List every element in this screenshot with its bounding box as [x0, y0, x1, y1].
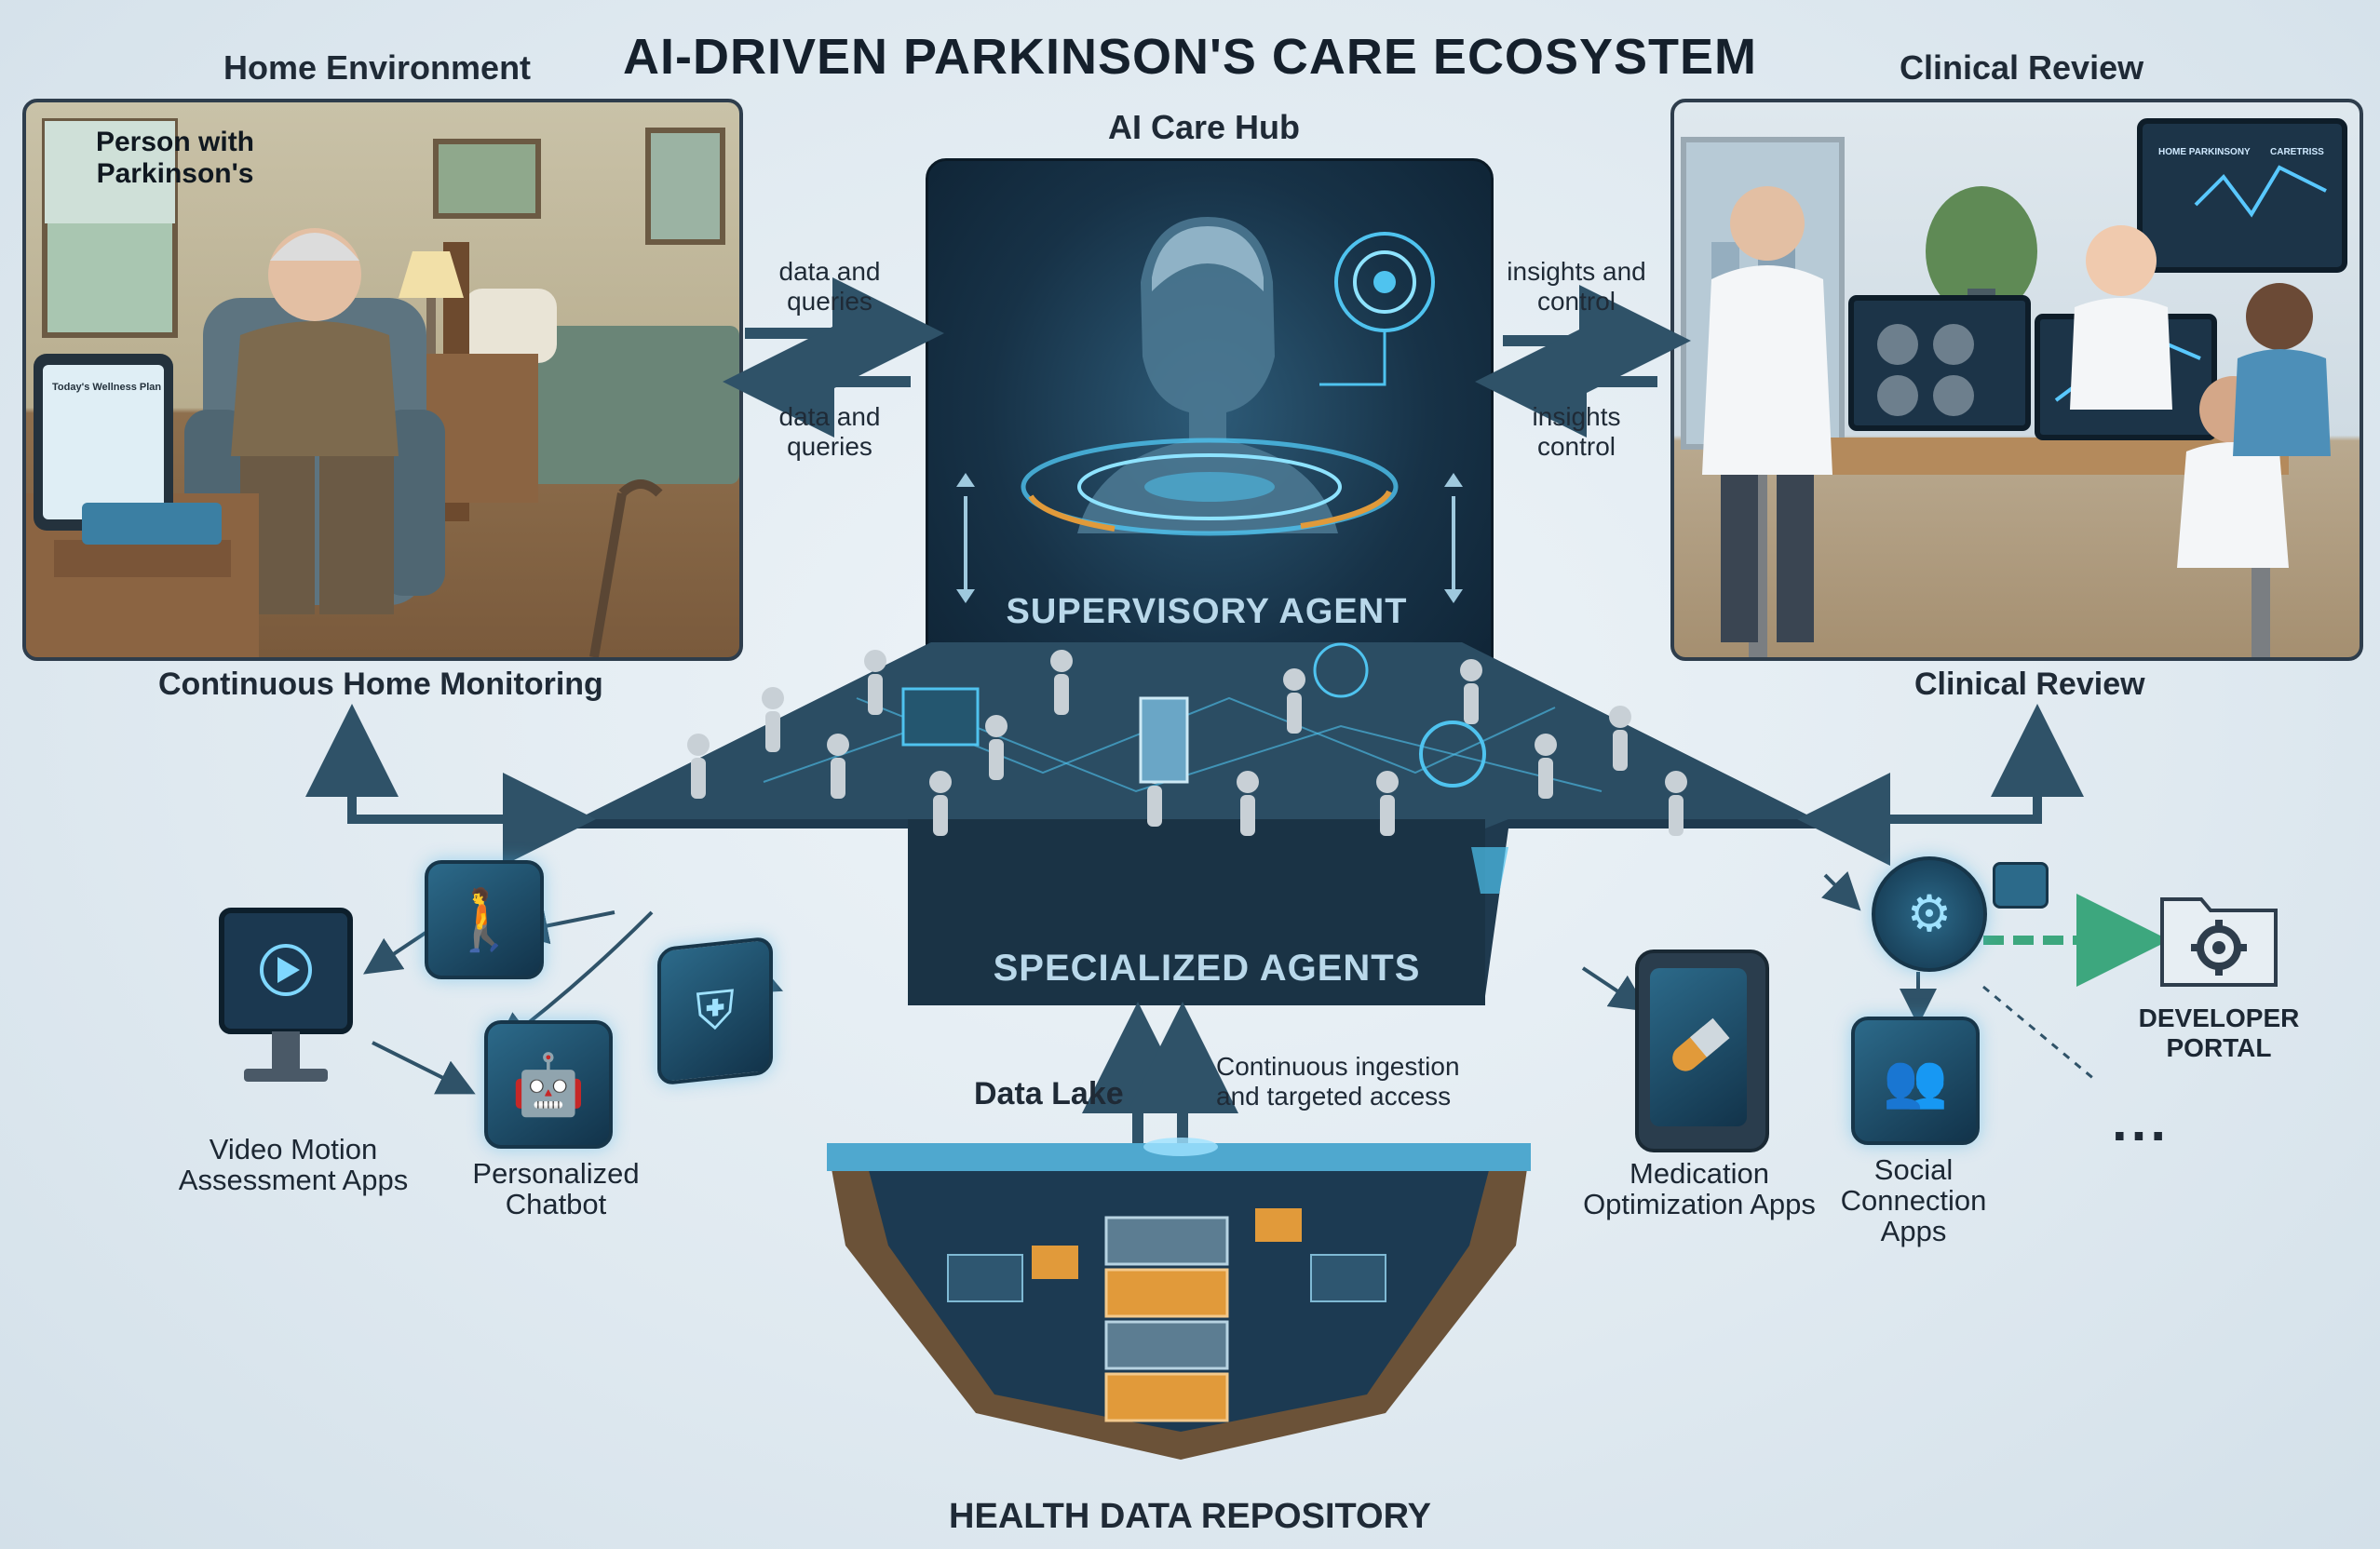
supervisory-agent-illustration	[956, 217, 1463, 603]
chatbot-app-tile: 🤖	[484, 1020, 613, 1149]
specialized-agents-label: SPECIALIZED AGENTS	[993, 948, 1421, 989]
play-icon	[277, 957, 300, 983]
home-environment-header: Home Environment	[223, 48, 532, 87]
specialized-agents-platform	[577, 642, 1816, 1005]
social-connection-label: Social Connection Apps	[1840, 1153, 1987, 1247]
walking-assessment-app-tile: 🚶	[425, 860, 544, 979]
social-connection-app-tile: 👥	[1851, 1017, 1980, 1145]
ai-care-hub-panel	[926, 158, 1494, 722]
chat-bubble-icon	[1993, 862, 2049, 909]
hub-to-clinical-label: insights and control	[1507, 257, 1646, 316]
hub-to-home-label: data and queries	[778, 402, 881, 461]
clinical-review-header: Clinical Review	[1900, 48, 2144, 87]
developer-portal-folder	[2158, 886, 2279, 989]
clinical-scene-illustration	[1681, 118, 2347, 657]
more-apps-ellipsis: ...	[2112, 1090, 2170, 1152]
home-scene-illustration	[26, 118, 739, 657]
shield-icon: ⛨	[696, 978, 735, 1043]
data-lake-illustration	[827, 1138, 1531, 1460]
pill-icon	[1672, 1017, 1730, 1071]
home-to-hub-label: data and queries	[778, 257, 881, 316]
security-app-tile: ⛨	[657, 936, 773, 1086]
people-network-icon: 👥	[1883, 1051, 1948, 1110]
page-title: AI-DRIVEN PARKINSON'S CARE ECOSYSTEM	[623, 29, 1757, 85]
ai-app-hub-node: ⚙	[1872, 856, 1987, 972]
person-with-parkinsons-label: Person with Parkinson's	[95, 127, 255, 189]
medication-tablet-tile	[1635, 950, 1769, 1152]
developer-portal-label: DEVELOPER PORTAL	[2138, 1003, 2300, 1062]
clinical-screen-title: HOME PARKINSONY	[2158, 147, 2251, 157]
medication-optimization-label: Medication Optimization Apps	[1583, 1157, 1816, 1220]
robot-chat-icon: 🤖	[511, 1051, 586, 1118]
video-monitor-illustration	[216, 905, 356, 1100]
tablet-wellness-plan-title: Today's Wellness Plan	[52, 382, 162, 393]
home-environment-panel: Person with Parkinson's Today's Wellness…	[22, 99, 743, 661]
video-motion-assessment-label: Video Motion Assessment Apps	[178, 1133, 409, 1196]
continuous-home-monitoring-label: Continuous Home Monitoring	[158, 667, 603, 702]
lake-ingestion-caption: Continuous ingestion and targeted access	[1216, 1052, 1460, 1111]
brain-gear-icon: ⚙	[1906, 886, 1953, 942]
data-lake-label: Data Lake	[974, 1076, 1124, 1111]
gear-icon	[2191, 920, 2247, 976]
clinical-to-hub-label: insights control	[1532, 402, 1621, 461]
supervisory-agent-label: SUPERVISORY AGENT	[1006, 592, 1408, 631]
walking-person-icon: 🚶	[447, 886, 521, 953]
health-data-repository-label: HEALTH DATA REPOSITORY	[949, 1497, 1431, 1536]
clinical-review-footer-label: Clinical Review	[1914, 667, 2145, 702]
clinical-screen-subtitle: CARETRISS	[2270, 147, 2324, 157]
clinical-review-panel: HOME PARKINSONY CARETRISS	[1670, 99, 2363, 661]
ai-care-hub-title: AI Care Hub	[1108, 108, 1301, 146]
personalized-chatbot-label: Personalized Chatbot	[472, 1157, 640, 1220]
